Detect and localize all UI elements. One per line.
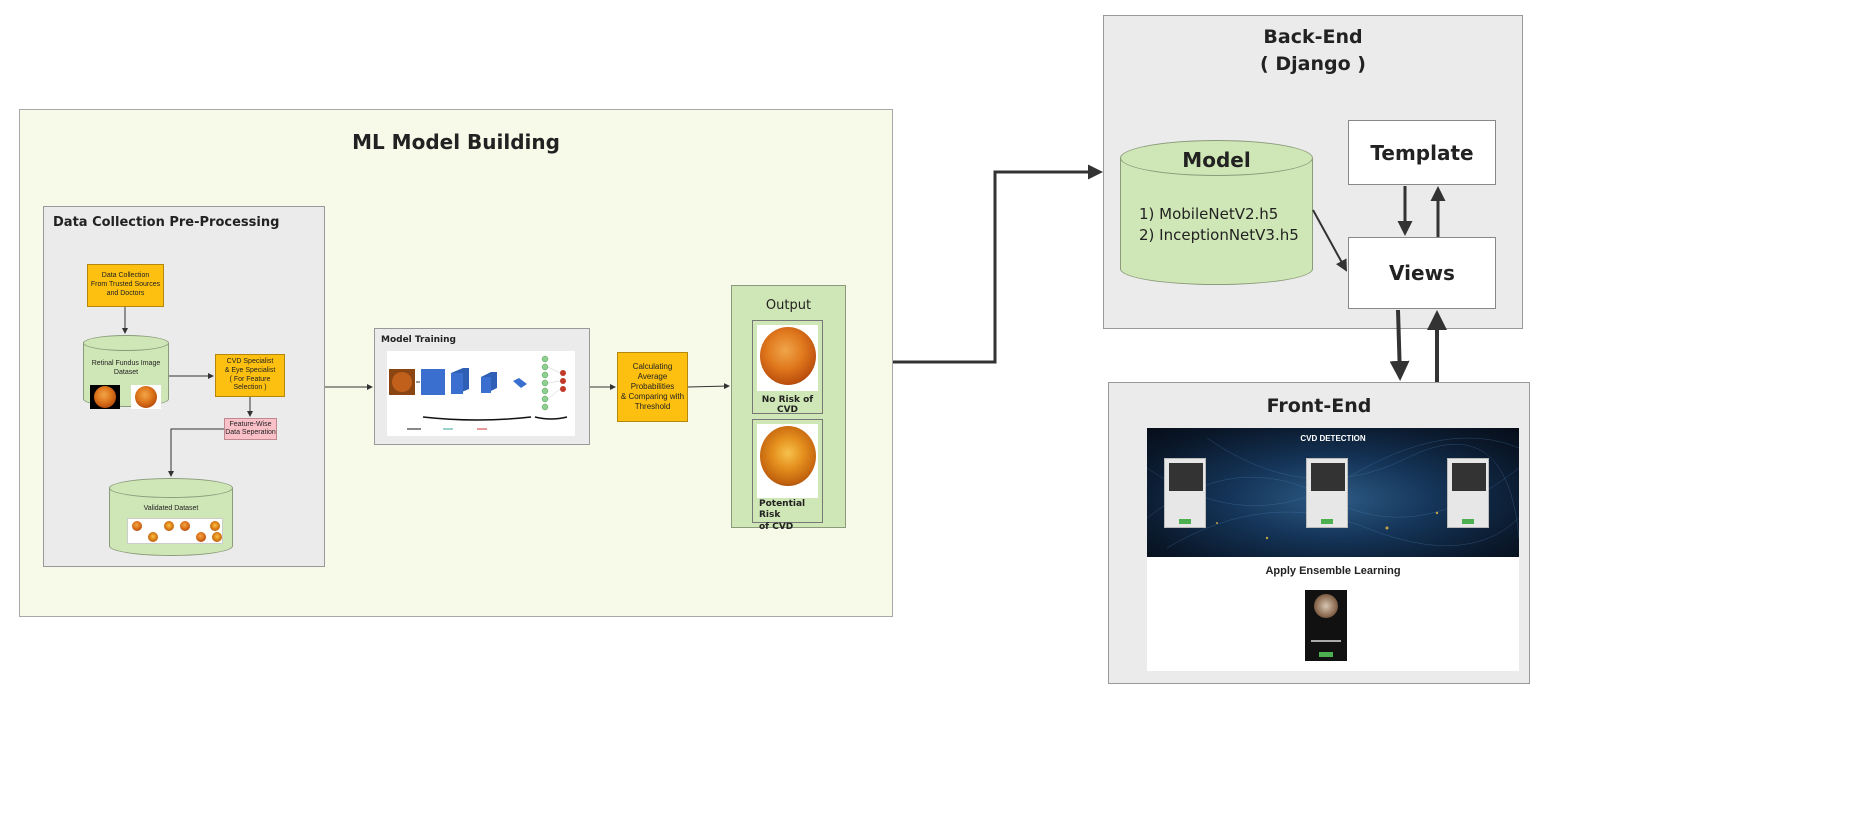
potential-risk-card: Potential Risk of CVD — [752, 419, 823, 532]
card-button[interactable] — [1179, 519, 1191, 524]
model-card-inception — [1306, 458, 1348, 528]
arrow-ml-to-backend — [893, 164, 1103, 364]
no-risk-fundus-image — [760, 327, 816, 385]
model-cylinder — [1120, 158, 1313, 285]
ensemble-button[interactable] — [1319, 652, 1333, 657]
views-box: Views — [1348, 237, 1496, 309]
banner-title: CVD DETECTION — [1300, 434, 1366, 443]
potential-risk-label: Potential Risk of CVD — [759, 499, 806, 532]
card-button[interactable] — [1321, 519, 1333, 524]
no-risk-card: No Risk of CVD — [752, 320, 823, 415]
specialist-box: CVD Specialist & Eye Specialist ( For Fe… — [215, 354, 285, 397]
backend-title-line2: ( Django ) — [1260, 53, 1366, 75]
frontend-title: Front-End — [1266, 395, 1372, 417]
separation-box: Feature-Wise Data Seperation — [224, 418, 277, 440]
dataset-thumb-2 — [131, 385, 161, 409]
card-button[interactable] — [1462, 519, 1474, 524]
model-item-mobilenet: 1) MobileNetV2.h5 — [1139, 205, 1279, 223]
model-card-third — [1447, 458, 1489, 528]
output-title: Output — [765, 298, 812, 313]
ml-panel-title: ML Model Building — [352, 130, 560, 154]
ensemble-heading: Apply Ensemble Learning — [1265, 565, 1401, 577]
data-source-box: Data Collection From Trusted Sources and… — [87, 264, 164, 307]
model-title: Model — [1182, 148, 1251, 172]
model-training-title: Model Training — [381, 335, 456, 345]
dataset-thumb-1 — [90, 385, 120, 409]
model-card-mobilenet — [1164, 458, 1206, 528]
frontend-content: Apply Ensemble Learning — [1147, 557, 1519, 671]
validated-dataset-label: Validated Dataset — [143, 505, 199, 512]
cnn-architecture-figure — [387, 351, 575, 436]
data-collection-title: Data Collection Pre-Processing — [53, 215, 280, 230]
retinal-dataset-label: Retinal Fundus Image Dataset — [91, 360, 161, 376]
ensemble-card — [1305, 590, 1347, 661]
model-item-inception: 2) InceptionNetV3.h5 — [1139, 226, 1299, 244]
probability-box: Calculating Average Probabilities & Comp… — [617, 352, 688, 422]
validated-thumbs — [127, 518, 223, 544]
template-box: Template — [1348, 120, 1496, 185]
backend-title-line1: Back-End — [1263, 26, 1363, 48]
no-risk-label: No Risk of CVD — [761, 395, 814, 415]
cnn-architecture-graphic — [389, 355, 568, 430]
potential-risk-fundus-image — [760, 426, 816, 486]
